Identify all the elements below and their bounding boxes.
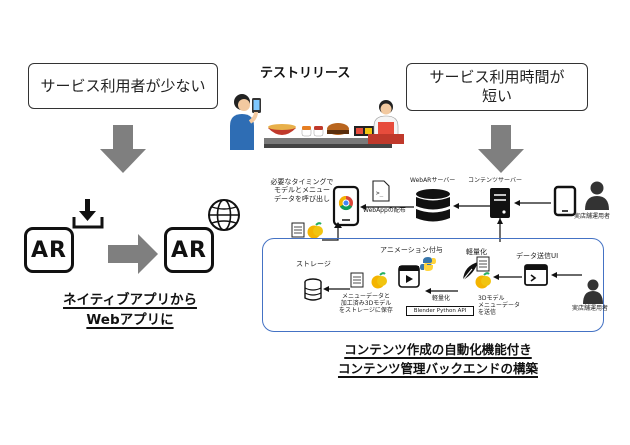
right-bubble-line1: サービス利用時間が	[429, 68, 565, 87]
ar-label-right: AR	[171, 237, 207, 263]
person-with-phone-illustration	[230, 94, 261, 150]
content-server-label: コンテンツサーバー	[468, 177, 522, 184]
right-caption-line1: コンテンツ作成の自動化機能付き	[344, 342, 532, 357]
test-release-title: テストリリース	[260, 66, 351, 81]
menu-data-document-icon	[291, 222, 305, 238]
storage-label: ストレージ	[296, 260, 331, 268]
animation-icon	[398, 265, 420, 288]
content-to-webar-arrow	[453, 203, 490, 209]
operator-to-ui-arrow	[551, 272, 582, 278]
backend-container	[262, 238, 604, 332]
left-right-arrow	[108, 234, 158, 274]
store-worker-illustration	[368, 100, 404, 144]
smartphone-browser-icon	[332, 185, 360, 227]
store-operator-label-top: 実店舗運用者	[574, 213, 611, 220]
lightweight-label-bottom: 軽量化	[432, 295, 451, 302]
model-send-note: 3Dモデル メニューデータ を送信	[478, 295, 521, 317]
tablet-icon	[553, 185, 577, 217]
lightweight-document-icon	[476, 256, 490, 272]
storage-fruit-icon	[371, 272, 387, 289]
animation-label: アニメーション付与	[380, 246, 443, 254]
storage-database-icon	[304, 278, 322, 301]
save-line2: 加工済み3Dモデル	[340, 299, 392, 307]
fetch-note-line3: データを呼び出し	[274, 194, 330, 203]
right-bubble-line2: 短い	[481, 87, 512, 105]
blender-api-label: Blender Python API	[413, 307, 467, 314]
tablet-to-server-arrow	[514, 200, 551, 206]
content-server-icon	[490, 188, 510, 218]
send-to-lightweight-arrow	[493, 274, 522, 280]
lightweight-arrow-bottom	[425, 288, 458, 294]
fetch-note: 必要なタイミングで モデルとメニュー データを呼び出し	[262, 178, 342, 203]
lightweight-label-top: 軽量化	[466, 248, 487, 256]
left-caption-line1: ネイティブアプリから	[63, 292, 197, 308]
data-send-ui-icon	[524, 264, 548, 286]
save-line3: をストレージに保存	[339, 306, 393, 314]
ar-icon-left: AR	[24, 227, 74, 273]
store-operator-label-bottom: 実店舗運用者	[572, 305, 609, 312]
python-icon	[420, 257, 436, 271]
left-down-arrow	[100, 125, 146, 173]
model-send-line3: を送信	[478, 308, 497, 316]
save-line1: メニューデータと	[341, 293, 390, 300]
ar-label-left: AR	[31, 237, 67, 263]
right-caption: コンテンツ作成の自動化機能付き コンテンツ管理バックエンドの構築	[298, 340, 578, 378]
left-caption: ネイティブアプリから Webアプリに	[40, 290, 220, 330]
svg-text:>_: >_	[376, 190, 384, 197]
globe-icon	[208, 199, 240, 231]
save-note: メニューデータと 加工済み3Dモデル をストレージに保存	[326, 293, 406, 315]
store-operator-icon-top	[585, 181, 609, 210]
storage-document-icon	[350, 272, 364, 288]
left-caption-line2: Webアプリに	[86, 312, 174, 328]
right-caption-line2: コンテンツ管理バックエンドの構築	[337, 361, 538, 376]
webar-database-icon	[416, 189, 450, 222]
3d-model-fruit-icon	[307, 222, 323, 239]
webapp-file-icon: >_	[372, 180, 390, 202]
right-speech-bubble: サービス利用時間が 短い	[406, 63, 588, 111]
webar-server-label: WebARサーバー	[410, 177, 456, 184]
lightweight-fruit-icon	[475, 272, 491, 289]
fetch-note-line2: モデルとメニュー	[274, 186, 330, 195]
store-operator-icon-bottom	[583, 279, 603, 304]
ar-icon-right: AR	[164, 227, 214, 273]
webapp-delivery-label: WebAppの配布	[363, 207, 406, 214]
food-counter-illustration	[264, 123, 392, 148]
model-send-line2: メニューデータ	[478, 301, 521, 309]
to-storage-arrow	[323, 286, 350, 292]
left-speech-bubble: サービス利用者が少ない	[28, 63, 218, 109]
blender-api-box: Blender Python API	[406, 306, 474, 316]
phone-fetch-arrow	[322, 222, 342, 241]
blender-feather-icon	[462, 262, 478, 281]
webar-to-phone-arrow	[360, 204, 414, 210]
fetch-note-line1: 必要なタイミングで	[270, 178, 334, 186]
model-send-line1: 3Dモデル	[478, 295, 505, 302]
left-bubble-text: サービス利用者が少ない	[40, 76, 206, 95]
right-down-arrow	[478, 125, 524, 173]
data-send-ui-label: データ送信UI	[516, 252, 559, 260]
download-icon	[72, 199, 104, 229]
